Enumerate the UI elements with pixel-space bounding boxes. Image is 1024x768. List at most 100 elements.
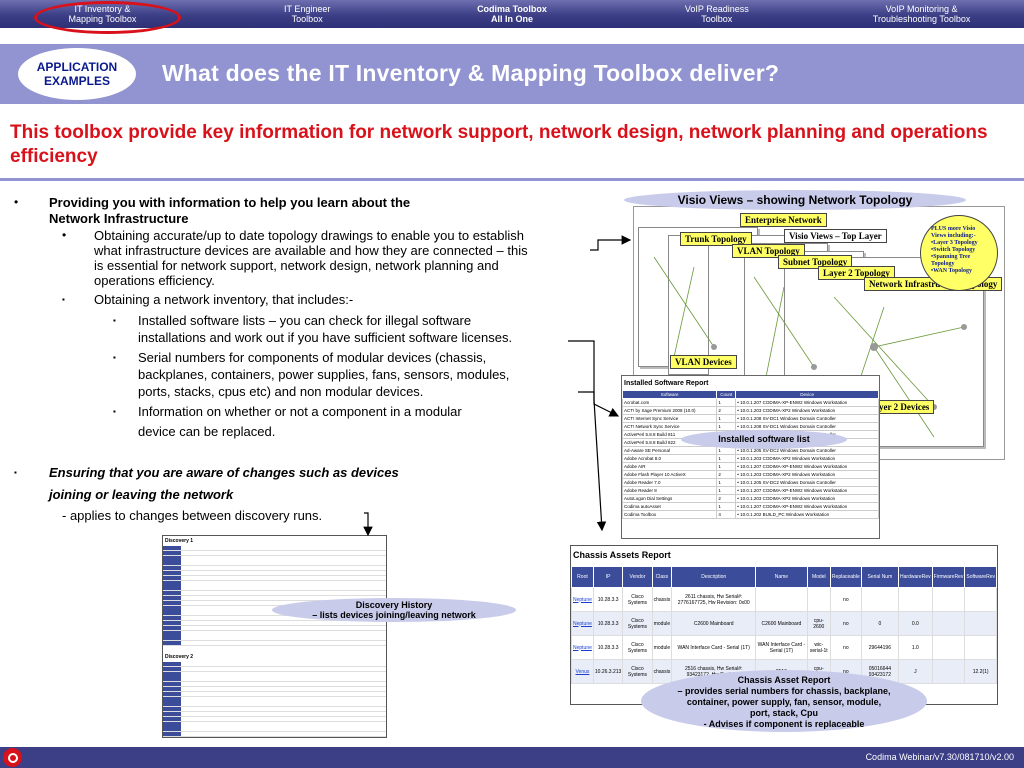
discovery-row — [163, 641, 386, 646]
table-cell: Cisco Systems — [622, 611, 653, 636]
table-cell: module — [651, 611, 673, 636]
discovery-value — [181, 662, 386, 666]
table-cell: Adobe Acrobat 8.0 — [622, 454, 718, 463]
discovery-row — [163, 551, 386, 556]
discovery-row — [163, 662, 386, 667]
column-header: Software — [622, 390, 718, 399]
discovery-row — [163, 576, 386, 581]
discovery-key — [163, 722, 181, 731]
table-cell: Cisco Systems — [622, 659, 653, 684]
discovery-key — [163, 576, 181, 580]
nav-codima-toolbox[interactable]: Codima Toolbox All In One — [477, 4, 547, 24]
visio-layer2-topology: Layer 2 Topology — [818, 266, 895, 280]
discovery-key — [163, 571, 181, 575]
visio-subnet-topology: Subnet Topology — [778, 255, 853, 269]
discovery-row — [163, 732, 386, 737]
discovery-key — [163, 631, 181, 640]
discovery-row — [163, 621, 386, 626]
table-cell: ACT! Network Sync Service — [622, 422, 718, 431]
table-cell: • 10.0.1.207 CODIMA-XP-ENW2 Windows Work… — [735, 502, 879, 511]
table-cell: module — [651, 635, 673, 660]
root-link[interactable]: Neptune — [571, 587, 594, 612]
discovery-key — [163, 641, 181, 645]
column-header: Root — [571, 566, 594, 588]
discovery-row — [163, 571, 386, 576]
nav-voip-readiness[interactable]: VoIP Readiness Toolbox — [684, 4, 749, 24]
table-cell: 2 — [716, 494, 737, 503]
item-2-line3: ports, stacks, cpus etc) and non modular… — [138, 384, 424, 399]
discovery-value — [181, 707, 386, 711]
table-cell: • 10.0.1.205 SV-DC2 Windows Domain Contr… — [735, 478, 879, 487]
discovery-row — [163, 722, 386, 732]
root-link[interactable]: Neptune — [571, 635, 594, 660]
discovery-row — [163, 687, 386, 692]
bullet-mark: • — [62, 228, 67, 242]
table-cell: WAN Interface Card - Serial (1T) — [671, 635, 757, 660]
discovery-value — [181, 717, 386, 721]
bullet-mark: ▪ — [113, 407, 116, 416]
nav-voip-monitoring[interactable]: VoIP Monitoring & Troubleshooting Toolbo… — [872, 4, 971, 24]
discovery-key — [163, 551, 181, 555]
table-cell: 2 — [716, 470, 737, 479]
column-header: Count — [716, 390, 737, 399]
column-header: FirmwareRev — [931, 566, 966, 588]
table-cell: 10.28.3.3 — [592, 587, 624, 612]
column-header: SoftwareRev — [964, 566, 997, 588]
bullet-2-line2: joining or leaving the network — [49, 487, 234, 502]
table-row: ACT! by Sage Premium 2008 (10.0)2• 10.0.… — [622, 406, 879, 415]
discovery-key — [163, 712, 181, 716]
column-header: Device — [735, 390, 879, 399]
discovery-row — [163, 591, 386, 596]
column-header: HardwareRev — [898, 566, 933, 588]
table-cell: 2 — [716, 406, 737, 415]
bullet-2-sub: - applies to changes between discovery r… — [62, 508, 323, 523]
discovery-row — [163, 712, 386, 717]
discovery-value — [181, 667, 386, 671]
table-cell: • 10.0.1.203 CODIMA-XP2 Windows Workstat… — [735, 454, 879, 463]
sub-1-line3: is essential for network support, networ… — [94, 258, 499, 273]
chassis-asset-label: Chassis Asset Report – provides serial n… — [641, 670, 927, 732]
discovery-row — [163, 596, 386, 601]
discovery-row — [163, 672, 386, 682]
discovery-row — [163, 717, 386, 722]
table-cell: 10.28.3.3 — [592, 611, 624, 636]
visio-vlan-topology: VLAN Topology — [732, 244, 805, 258]
table-cell: Adobe AIR — [622, 462, 718, 471]
table-cell: • 10.0.1.202 BUILD_PC Windows Workstatio… — [735, 510, 879, 519]
root-link[interactable]: Venus — [571, 659, 594, 684]
table-cell: J — [898, 659, 933, 684]
discovery-key — [163, 581, 181, 590]
table-cell — [898, 587, 933, 612]
discovery-value — [181, 556, 386, 565]
discovery-value — [181, 682, 386, 686]
discovery-value — [181, 712, 386, 716]
table-cell: • 10.0.1.203 CODIMA-XP2 Windows Workstat… — [735, 406, 879, 415]
discovery-key — [163, 591, 181, 595]
nav-it-engineer[interactable]: IT Engineer Toolbox — [284, 4, 331, 24]
table-cell: Adobe Flash Player 10 ActiveX — [622, 470, 718, 479]
table-cell — [860, 587, 900, 612]
discovery-key — [163, 601, 181, 605]
table-cell: 1 — [716, 414, 737, 423]
column-header: Vendor — [622, 566, 653, 588]
table-cell: 1 — [716, 422, 737, 431]
bullet-mark: ▪ — [113, 353, 116, 362]
highlight-ring — [34, 1, 181, 34]
table-cell: 1 — [716, 454, 737, 463]
chassis-report-title: Chassis Assets Report — [573, 550, 671, 560]
discovery-row — [163, 616, 386, 621]
table-cell: WAN Interface Card - Serial (1T) — [755, 635, 808, 660]
table-cell: • 10.0.1.203 CODIMA-XP2 Windows Workstat… — [735, 470, 879, 479]
table-cell: 10.26.3.213 — [592, 659, 624, 684]
column-header: Name — [755, 566, 808, 588]
table-cell: Codima Toolbox — [622, 510, 718, 519]
table-cell: Acrobat.com — [622, 398, 718, 407]
root-link[interactable]: Neptune — [571, 611, 594, 636]
table-cell — [806, 587, 831, 612]
discovery-value — [181, 581, 386, 590]
